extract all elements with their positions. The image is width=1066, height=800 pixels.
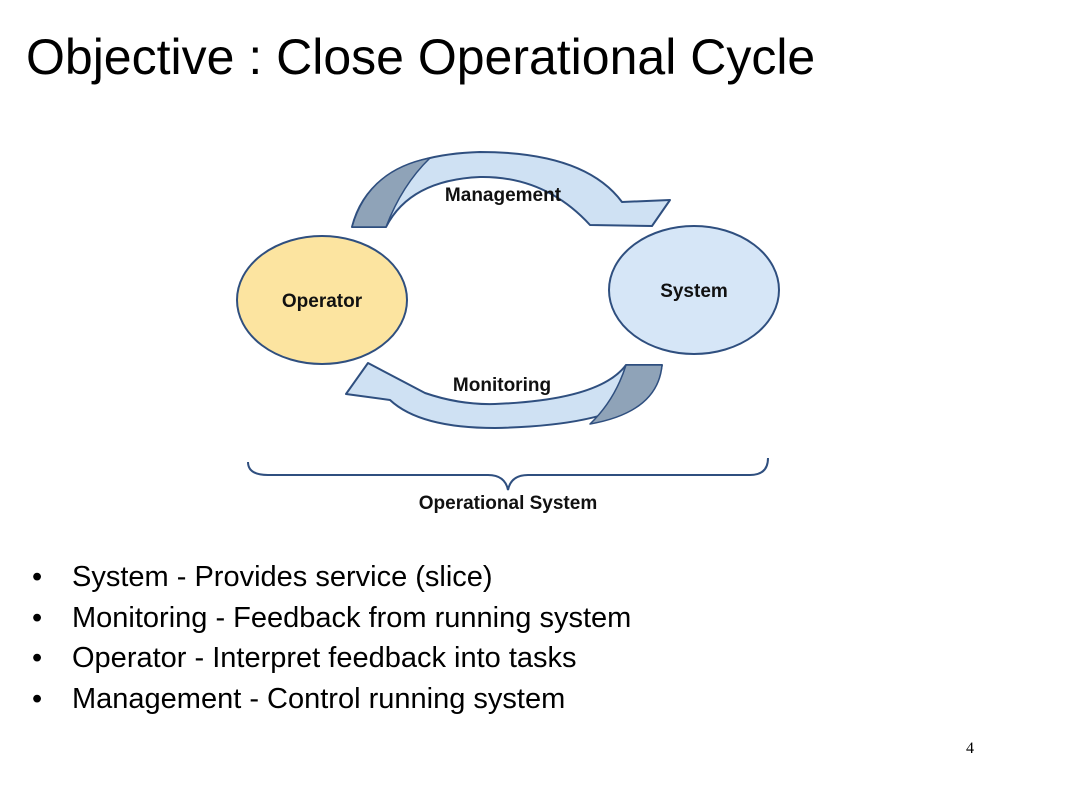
- management-arrow-shade: [351, 157, 431, 228]
- bullet-text: System - Provides service (slice): [72, 561, 493, 593]
- bullet-dot-icon: •: [32, 561, 43, 593]
- monitoring-label: Monitoring: [453, 375, 551, 396]
- bullet-text: Monitoring - Feedback from running syste…: [72, 601, 632, 634]
- system-node: System: [608, 225, 780, 355]
- brace-shape: [247, 457, 769, 491]
- bullet-dot-icon: •: [32, 682, 43, 715]
- page-number: 4: [966, 740, 974, 757]
- bullet-text: Operator - Interpret feedback into tasks: [72, 642, 577, 674]
- monitoring-arrow-shade: [589, 364, 663, 425]
- operator-node: Operator: [236, 235, 408, 365]
- management-arrow: Management: [351, 151, 671, 228]
- management-label: Management: [445, 185, 562, 206]
- bullet-item-operator: • Operator - Interpret feedback into tas…: [32, 638, 631, 679]
- operational-system-label: Operational System: [419, 493, 597, 514]
- system-label: System: [660, 281, 728, 302]
- operator-label: Operator: [282, 291, 363, 312]
- bullet-text: Management - Control running system: [72, 682, 566, 715]
- bullet-dot-icon: •: [32, 601, 43, 634]
- system-ellipse: [608, 225, 780, 355]
- operator-ellipse: [236, 235, 408, 365]
- bullet-list: • System - Provides service (slice) • Mo…: [32, 557, 631, 719]
- slide-title: Objective : Close Operational Cycle: [26, 29, 816, 85]
- operational-system-brace: Operational System: [247, 457, 769, 514]
- bullet-item-monitoring: • Monitoring - Feedback from running sys…: [32, 598, 631, 639]
- bullet-item-system: • System - Provides service (slice): [32, 557, 631, 598]
- monitoring-arrow: Monitoring: [345, 362, 663, 429]
- bullet-dot-icon: •: [32, 642, 43, 674]
- bullet-item-management: • Management - Control running system: [32, 679, 631, 720]
